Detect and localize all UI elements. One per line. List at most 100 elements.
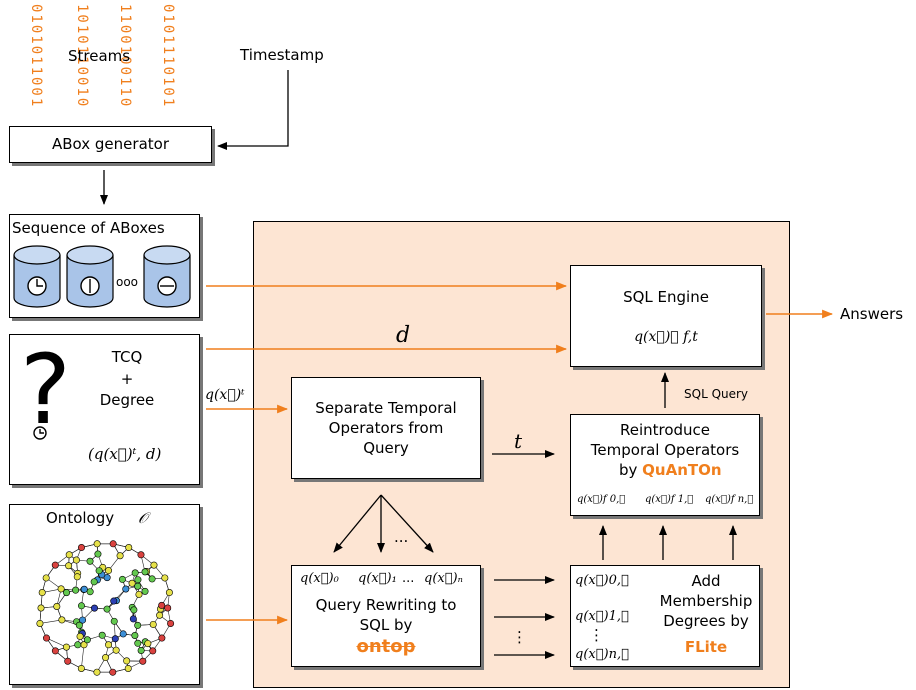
- graph-node: [122, 585, 130, 593]
- graph-node: [73, 573, 81, 581]
- graph-node: [131, 632, 139, 640]
- clock-icon-2: [80, 276, 100, 296]
- graph-node: [65, 551, 73, 559]
- graph-node: [125, 544, 133, 552]
- abox-generator-label: ABox generator: [52, 135, 169, 153]
- graph-node: [156, 611, 164, 619]
- ontology-symbol: 𝒪: [138, 509, 148, 527]
- graph-node: [105, 567, 113, 575]
- stream-bits-1: 0101011001: [28, 4, 44, 109]
- graph-node: [62, 643, 70, 651]
- graph-node: [65, 562, 73, 570]
- reintroduce-fn: q(x⃗)f n,𝒪: [705, 494, 754, 505]
- graph-node: [141, 568, 149, 576]
- graph-node: [77, 602, 85, 610]
- graph-edge: [39, 619, 62, 624]
- graph-node: [93, 540, 101, 548]
- sql-engine-box: SQL Engine q(x⃗)𝒪 f,t: [570, 265, 762, 367]
- rewriting-qn: q(x⃗)ₙ: [424, 571, 463, 586]
- graph-node: [128, 579, 136, 587]
- graph-node: [119, 630, 127, 638]
- separate-box: Separate Temporal Operators from Query: [291, 377, 481, 479]
- quanton-label: QuAnTOn: [642, 461, 722, 479]
- fanout-ellipsis: ...: [394, 528, 409, 546]
- abox-generator-box: ABox generator: [9, 126, 212, 163]
- qt-label: q(x⃗)ᵗ: [205, 387, 245, 403]
- graph-node: [37, 604, 45, 612]
- graph-node: [164, 604, 172, 612]
- rewriting-line1: Query Rewriting to: [315, 596, 457, 614]
- graph-node: [58, 616, 66, 624]
- graph-node: [124, 664, 132, 672]
- graph-node: [77, 664, 85, 672]
- clock-icon-1: [27, 276, 47, 296]
- graph-node: [72, 556, 80, 564]
- rewriting-box: q(x⃗)₀ q(x⃗)₁ ... q(x⃗)ₙ Query Rewriting…: [291, 565, 481, 667]
- clock-icon-3: [157, 276, 177, 296]
- graph-node: [112, 646, 120, 654]
- sql-engine-title: SQL Engine: [623, 288, 709, 306]
- graph-node: [63, 589, 71, 597]
- graph-node: [110, 597, 118, 605]
- graph-node: [118, 575, 126, 583]
- graph-node: [161, 574, 169, 582]
- graph-node: [77, 544, 85, 552]
- graph-edge: [46, 637, 67, 648]
- graph-node: [109, 540, 117, 548]
- graph-node: [76, 632, 84, 640]
- sequence-label: Sequence of ABoxes: [12, 219, 165, 237]
- membership-line3: Degrees by: [663, 612, 749, 630]
- degree-label: Degree: [99, 391, 155, 409]
- tcq-formula: (q(x⃗)ᵗ, d): [88, 445, 162, 463]
- sql-query-label: SQL Query: [684, 387, 749, 401]
- membership-q0: q(x⃗)0,𝒪: [575, 573, 629, 588]
- graph-node: [83, 636, 91, 644]
- graph-node: [74, 641, 82, 649]
- membership-line2: Membership: [659, 592, 753, 610]
- graph-node: [130, 606, 138, 614]
- timestamp-arrow: [217, 70, 289, 150]
- ontology-graph: [36, 540, 175, 676]
- graph-node: [131, 569, 139, 577]
- graph-node: [93, 668, 101, 676]
- membership-vdots: ⋮: [589, 626, 604, 644]
- sql-engine-formula: q(x⃗)𝒪 f,t: [634, 329, 698, 345]
- graph-node: [134, 576, 142, 584]
- plus-label: +: [120, 370, 134, 388]
- graph-node: [90, 578, 98, 586]
- graph-node: [116, 552, 124, 560]
- membership-box: q(x⃗)0,𝒪 q(x⃗)1,𝒪 ⋮ q(x⃗)n,𝒪 Add Members…: [570, 565, 760, 667]
- graph-node: [148, 575, 156, 583]
- graph-node: [158, 601, 166, 609]
- graph-node: [86, 588, 94, 596]
- graph-node: [165, 589, 173, 597]
- graph-node: [98, 631, 106, 639]
- graph-node: [137, 646, 145, 654]
- graph-node: [72, 586, 80, 594]
- timestamp-label: Timestamp: [240, 46, 324, 64]
- graph-node: [139, 657, 147, 665]
- rewriting-line2: SQL by: [359, 616, 413, 634]
- rewriting-dots: ...: [402, 571, 415, 586]
- graph-node: [38, 589, 46, 597]
- membership-qn: q(x⃗)n,𝒪: [575, 647, 629, 662]
- graph-node: [109, 668, 117, 676]
- question-mark: ?: [20, 334, 71, 446]
- stream-bits-2: 1010110010: [74, 4, 90, 109]
- reintroduce-line1: Reintroduce: [619, 421, 711, 439]
- graph-node: [80, 585, 88, 593]
- tcq-label: TCQ: [111, 348, 143, 366]
- membership-line1: Add: [691, 572, 721, 590]
- graph-node: [141, 587, 149, 595]
- graph-node: [75, 621, 83, 629]
- graph-edge: [81, 644, 85, 669]
- stream-bits-4: 0101110101: [160, 4, 176, 109]
- graph-node: [53, 603, 61, 611]
- rewrite-vdots: ⋮: [512, 628, 527, 646]
- streams-label: Streams: [68, 47, 131, 65]
- graph-node: [95, 567, 103, 575]
- graph-node: [144, 640, 152, 648]
- stream-bits-3: 1100100110: [117, 4, 133, 109]
- graph-node: [158, 634, 166, 642]
